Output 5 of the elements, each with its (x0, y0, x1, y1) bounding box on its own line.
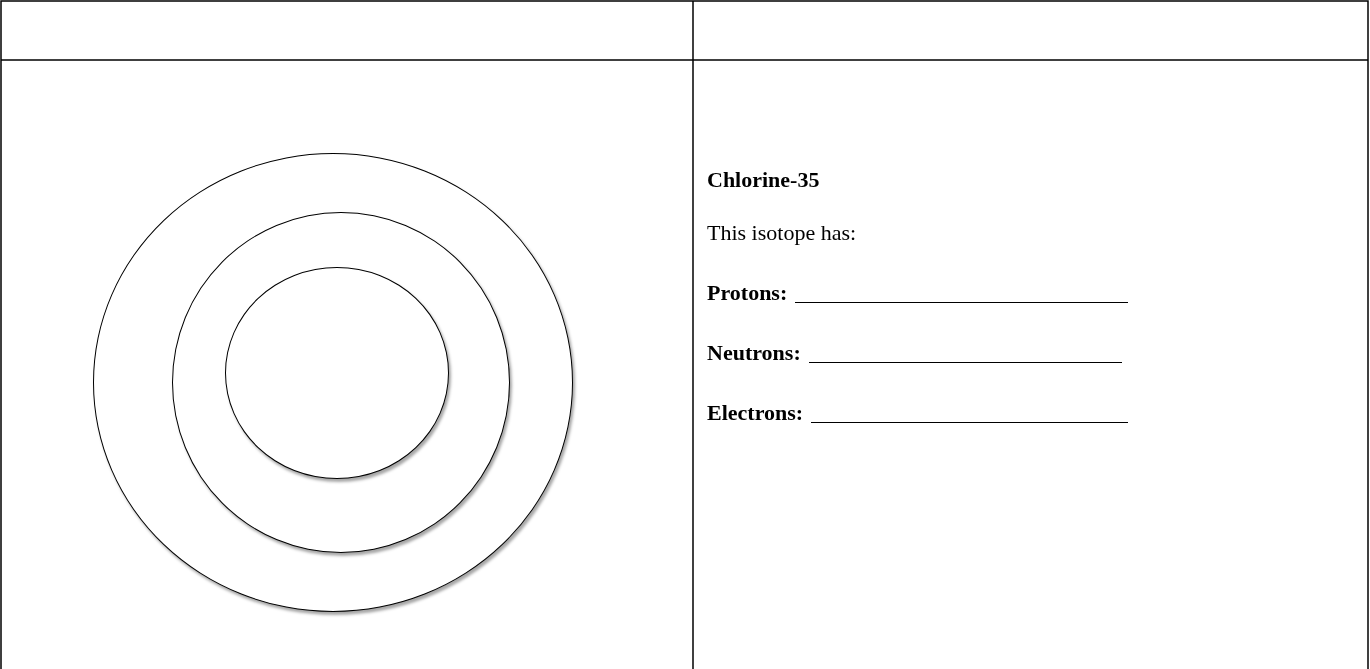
field-label: Electrons: (707, 400, 804, 426)
field-label: Protons: (707, 280, 788, 306)
heading: Chlorine-35 (707, 167, 820, 193)
field-label: Neutrons: (707, 340, 801, 366)
intro-text: This isotope has: (707, 220, 857, 246)
